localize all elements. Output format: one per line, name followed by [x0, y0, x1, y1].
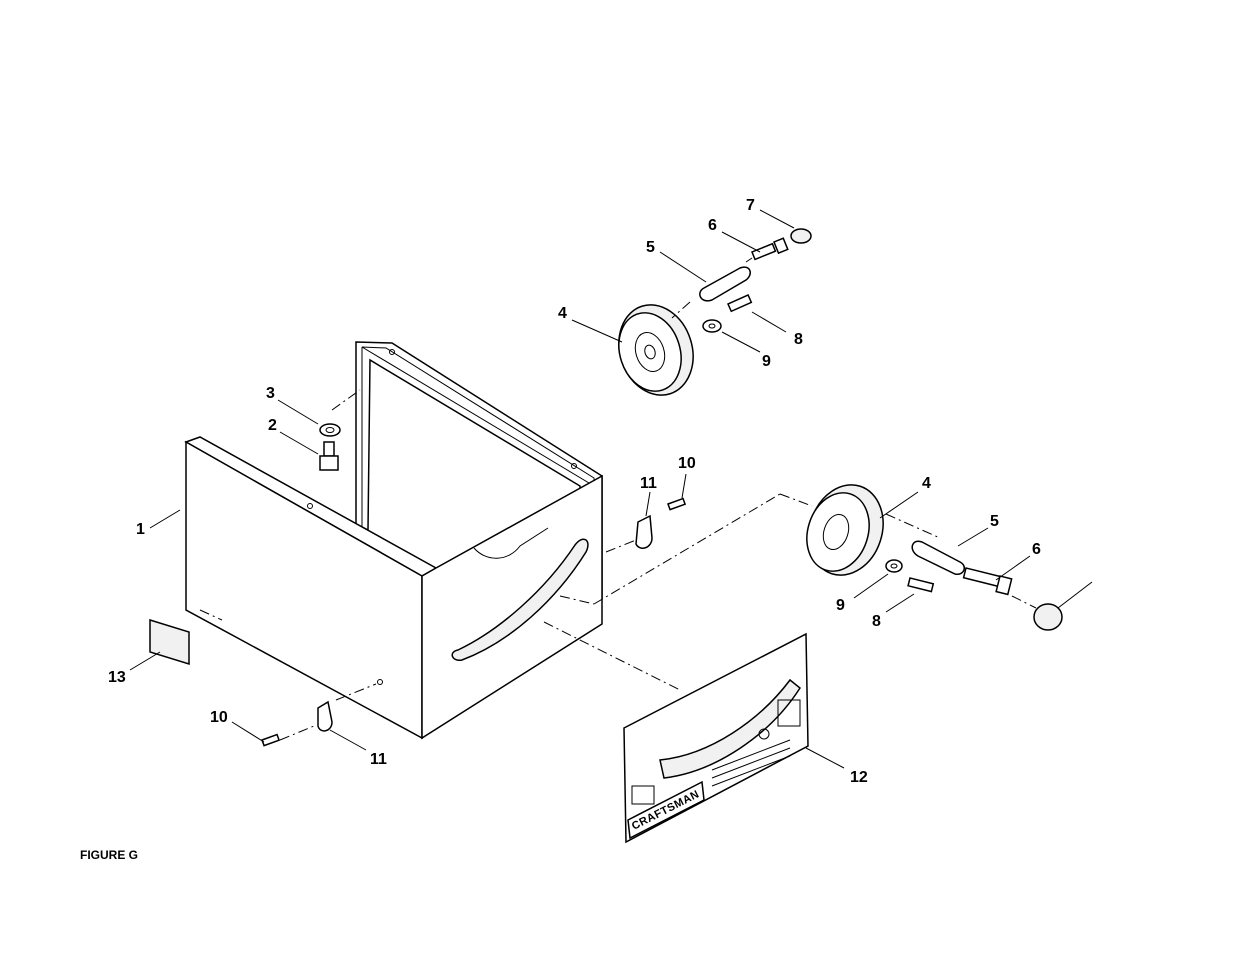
callout-3: 3 — [266, 385, 275, 402]
lock-washer-part-3 — [320, 424, 340, 436]
screw-lower-part-8 — [908, 578, 933, 592]
handwheel-lower-part-4 — [797, 475, 894, 585]
bolt-lower-part-6 — [964, 568, 1012, 594]
callout-10-lower: 10 — [210, 709, 228, 726]
cap-lower-part — [1034, 604, 1062, 630]
callout-13: 13 — [108, 669, 126, 686]
handwheel-upper-part-4 — [608, 295, 705, 405]
washer-lower-part-9 — [886, 560, 902, 572]
handle-upper-part-5 — [700, 267, 750, 301]
screw-part-2 — [320, 442, 338, 470]
callout-2: 2 — [268, 417, 277, 434]
callout-4-upper: 4 — [558, 305, 567, 322]
decal-part-12: CRAFTSMAN — [624, 634, 808, 842]
callout-12: 12 — [850, 769, 868, 786]
callout-9-lower: 9 — [836, 597, 845, 614]
callout-11-lower: 11 — [370, 751, 387, 768]
washer-upper-part-9 — [703, 320, 721, 332]
clip-lower-part-11 — [318, 702, 332, 731]
callout-8-lower: 8 — [872, 613, 881, 630]
callout-1: 1 — [136, 521, 145, 538]
cap-upper-part-7 — [791, 229, 811, 243]
screw-upper-part-10 — [668, 499, 685, 510]
small-label-part-13 — [150, 620, 189, 664]
screw-upper-part-8 — [728, 295, 751, 311]
callout-9-upper: 9 — [762, 353, 771, 370]
callout-7: 7 — [746, 197, 755, 214]
handle-lower-part-5 — [912, 541, 964, 574]
callout-6-lower: 6 — [1032, 541, 1041, 558]
callout-8-upper: 8 — [794, 331, 803, 348]
callout-5-lower: 5 — [990, 513, 999, 530]
callout-4-lower: 4 — [922, 475, 931, 492]
figure-caption: FIGURE G — [80, 848, 138, 862]
bolt-upper-part-6 — [752, 238, 788, 259]
callout-10-upper: 10 — [678, 455, 696, 472]
screw-lower-part-10 — [262, 735, 279, 746]
callout-11-upper: 11 — [640, 475, 657, 492]
callout-6-upper: 6 — [708, 217, 717, 234]
callout-5-upper: 5 — [646, 239, 655, 256]
cabinet-base — [186, 342, 602, 738]
clip-upper-part-11 — [636, 516, 652, 548]
